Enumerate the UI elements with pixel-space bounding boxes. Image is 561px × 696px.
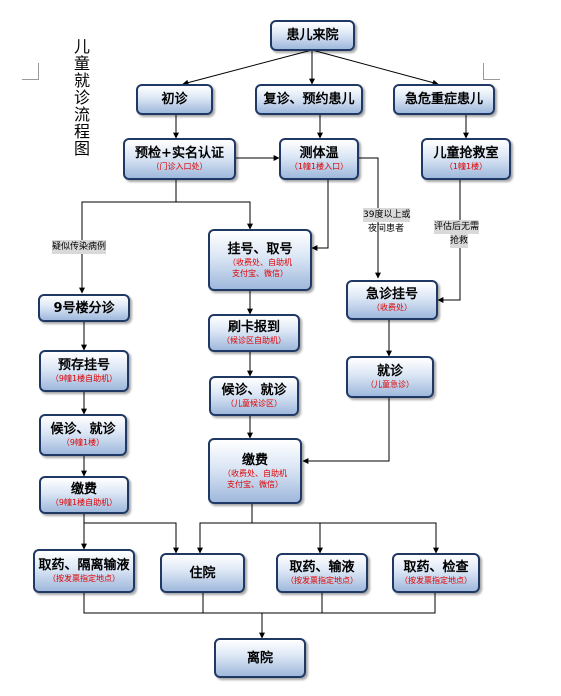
node-payment-title: 缴费 <box>241 452 268 468</box>
node-payment[interactable]: 缴费 （收费处、自助机 支付宝、微信） <box>208 438 302 504</box>
node-wait-visit[interactable]: 候诊、就诊 （儿童候诊区） <box>209 376 299 416</box>
node-er-registration[interactable]: 急诊挂号 （收费处） <box>346 280 438 320</box>
node-first-visit[interactable]: 初诊 <box>136 84 213 115</box>
node-revisit[interactable]: 复诊、预约患儿 <box>255 84 363 115</box>
node-emergency[interactable]: 急危重症患儿 <box>393 84 495 115</box>
node-b9-visit[interactable]: 候诊、就诊 （9幢1楼） <box>39 414 127 456</box>
node-building9-title: 9号楼分诊 <box>53 300 115 316</box>
label-fever-39-a: 39度以上或 <box>363 208 411 222</box>
node-hospitalize[interactable]: 住院 <box>160 553 245 593</box>
node-med-exam-title: 取药、检查 <box>403 560 469 575</box>
node-registration-sub: （收费处、自助机 <box>228 257 292 267</box>
node-er-visit-sub: （儿童急诊） <box>366 380 414 389</box>
node-med-infusion[interactable]: 取药、输液 （按发票指定地点） <box>276 553 368 593</box>
page-title: 儿童就诊流程图 <box>74 37 91 158</box>
node-med-isolation-sub: （按发票指定地点） <box>48 574 120 583</box>
node-er-registration-title: 急诊挂号 <box>365 287 418 302</box>
label-stable-a: 评估后无需 <box>434 220 480 234</box>
node-er-registration-sub: （收费处） <box>372 303 412 312</box>
node-precheck-sub: （门诊入口处） <box>151 162 208 171</box>
node-med-infusion-title: 取药、输液 <box>289 560 355 575</box>
node-arrival-title: 患儿来院 <box>286 28 339 43</box>
node-prestore[interactable]: 预存挂号 （9幢1楼自助机） <box>39 350 129 392</box>
node-first-visit-title: 初诊 <box>161 92 188 107</box>
node-card-checkin-sub: （候诊区自助机） <box>222 336 286 345</box>
node-wait-visit-title: 候诊、就诊 <box>221 383 287 398</box>
node-temperature-title: 测体温 <box>299 146 339 161</box>
node-discharge[interactable]: 离院 <box>214 638 306 678</box>
node-rescue[interactable]: 儿童抢救室 （1幢1楼） <box>421 138 511 180</box>
node-discharge-title: 离院 <box>246 650 273 666</box>
node-b9-visit-sub: （9幢1楼） <box>61 438 105 447</box>
node-er-visit[interactable]: 就诊 （儿童急诊） <box>346 356 434 398</box>
node-emergency-title: 急危重症患儿 <box>404 92 483 107</box>
node-med-exam-sub: （按发票指定地点） <box>400 576 472 585</box>
node-b9-visit-title: 候诊、就诊 <box>50 422 116 437</box>
label-suspected-infectious: 疑似传染病例 <box>52 240 107 254</box>
label-stable-b: 抢救 <box>450 234 469 248</box>
node-b9-payment-sub: （9幢1楼自助机） <box>50 498 118 507</box>
node-b9-payment-title: 缴费 <box>70 482 97 497</box>
node-med-exam[interactable]: 取药、检查 （按发票指定地点） <box>392 553 480 593</box>
node-registration[interactable]: 挂号、取号 （收费处、自助机 支付宝、微信） <box>208 229 312 291</box>
corner-mark-right <box>483 63 500 80</box>
node-prestore-title: 预存挂号 <box>57 358 110 373</box>
node-med-isolation[interactable]: 取药、隔离输液 （按发票指定地点） <box>33 549 135 593</box>
node-rescue-sub: （1幢1楼） <box>444 162 488 171</box>
node-precheck-title: 预检+实名认证 <box>135 146 224 161</box>
node-registration-title: 挂号、取号 <box>227 241 293 257</box>
node-b9-payment[interactable]: 缴费 （9幢1楼自助机） <box>39 476 129 514</box>
corner-mark-left <box>22 63 39 80</box>
label-fever-39-b: 夜间患者 <box>368 224 405 234</box>
node-payment-sub2: 支付宝、微信） <box>227 479 283 489</box>
node-prestore-sub: （9幢1楼自助机） <box>50 374 118 383</box>
node-registration-sub2: 支付宝、微信） <box>232 268 288 278</box>
node-revisit-title: 复诊、预约患儿 <box>263 92 355 107</box>
node-card-checkin[interactable]: 刷卡报到 （候诊区自助机） <box>208 314 300 352</box>
node-building9[interactable]: 9号楼分诊 <box>38 294 130 322</box>
node-wait-visit-sub: （儿童候诊区） <box>226 399 282 408</box>
node-med-infusion-sub: （按发票指定地点） <box>286 576 358 585</box>
node-arrival[interactable]: 患儿来院 <box>270 20 355 51</box>
node-er-visit-title: 就诊 <box>376 364 403 379</box>
node-payment-sub: （收费处、自助机 <box>223 468 287 478</box>
node-temperature[interactable]: 测体温 （1幢1楼入口） <box>279 138 359 180</box>
node-hospitalize-title: 住院 <box>189 565 216 581</box>
node-med-isolation-title: 取药、隔离输液 <box>38 558 130 573</box>
node-rescue-title: 儿童抢救室 <box>433 146 499 161</box>
node-precheck[interactable]: 预检+实名认证 （门诊入口处） <box>123 138 236 180</box>
node-card-checkin-title: 刷卡报到 <box>227 320 280 335</box>
node-temperature-sub: （1幢1楼入口） <box>289 162 349 171</box>
